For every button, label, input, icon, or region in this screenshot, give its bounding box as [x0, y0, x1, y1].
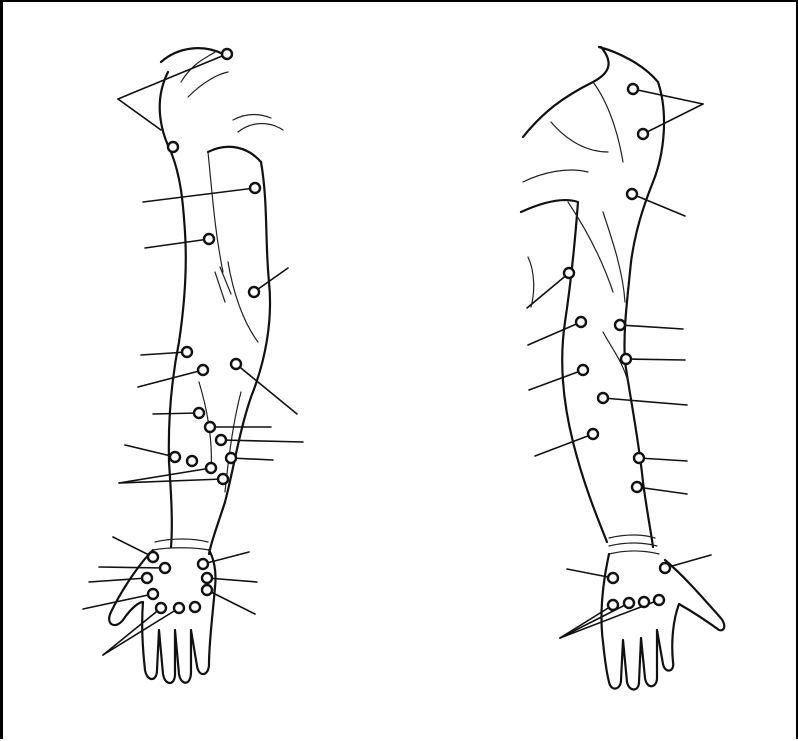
leader-line [231, 458, 273, 460]
leader-line [603, 398, 687, 405]
acupoint-marker[interactable] [588, 429, 598, 439]
leader-line [236, 364, 297, 414]
acupoint-marker[interactable] [174, 603, 184, 613]
right-arm-figure [521, 47, 724, 690]
acupoint-marker[interactable] [634, 453, 644, 463]
acupoint-marker[interactable] [638, 129, 648, 139]
acupoint-marker[interactable] [628, 84, 638, 94]
left-arm-crease [181, 52, 258, 492]
acupoint-marker[interactable] [182, 347, 192, 357]
acupoint-marker[interactable] [142, 573, 152, 583]
acupoint-marker[interactable] [222, 49, 232, 59]
leader-line [143, 188, 255, 202]
acupoint-marker[interactable] [170, 452, 180, 462]
leader-line [639, 458, 687, 461]
acupoint-marker[interactable] [194, 408, 204, 418]
acupoint-marker[interactable] [608, 600, 618, 610]
acupoint-marker[interactable] [639, 597, 649, 607]
left-arm-muscle-lines [215, 115, 283, 303]
leader-line [529, 370, 583, 390]
leader-line [125, 445, 175, 457]
acupoint-marker[interactable] [205, 422, 215, 432]
acupoint-marker[interactable] [148, 589, 158, 599]
leader-line [528, 322, 581, 345]
leader-line [89, 578, 147, 582]
acupoint-marker[interactable] [187, 456, 197, 466]
acupoint-marker[interactable] [231, 359, 241, 369]
acupoint-marker[interactable] [216, 435, 226, 445]
left-arm-outer-contour [208, 147, 270, 554]
acupoint-marker[interactable] [598, 393, 608, 403]
leader-line [535, 434, 593, 456]
acupoint-marker[interactable] [198, 559, 208, 569]
right-arm-points [564, 84, 670, 610]
acupoint-marker[interactable] [621, 354, 631, 364]
leader-line [632, 194, 685, 216]
acupoint-marker[interactable] [564, 268, 574, 278]
leader-line [254, 268, 288, 292]
leader-line [113, 537, 153, 557]
acupoint-marker[interactable] [249, 287, 259, 297]
leader-line [145, 239, 209, 248]
right-arm-inner-contour [521, 200, 607, 542]
leader-line [643, 104, 703, 134]
acupoint-marker[interactable] [198, 365, 208, 375]
leader-line [103, 608, 161, 655]
acupoint-marker[interactable] [608, 573, 618, 583]
arm-acupoint-diagram [3, 2, 798, 741]
right-arm-outer-contour [624, 262, 653, 547]
acupoint-marker[interactable] [576, 317, 586, 327]
leader-line [141, 352, 187, 355]
acupoint-marker[interactable] [250, 183, 260, 193]
acupoint-marker[interactable] [204, 234, 214, 244]
acupoint-marker[interactable] [202, 573, 212, 583]
acupoint-marker[interactable] [206, 463, 216, 473]
left-arm-points [142, 49, 260, 613]
acupoint-marker[interactable] [615, 320, 625, 330]
leader-line [633, 89, 703, 104]
acupoint-marker[interactable] [168, 142, 178, 152]
acupoint-marker[interactable] [627, 189, 637, 199]
acupoint-marker[interactable] [160, 563, 170, 573]
acupoint-marker[interactable] [660, 563, 670, 573]
right-arm-shoulder-outline [523, 47, 664, 262]
leader-line [99, 567, 165, 568]
leader-line [118, 99, 161, 130]
acupoint-marker[interactable] [202, 585, 212, 595]
leader-line [560, 603, 629, 638]
leader-line [620, 325, 683, 329]
leader-line [103, 608, 179, 655]
leader-line [138, 370, 203, 387]
acupoint-marker[interactable] [654, 595, 664, 605]
acupoint-marker[interactable] [624, 598, 634, 608]
leader-line [221, 440, 303, 442]
leader-line [665, 555, 711, 568]
acupoint-marker[interactable] [578, 365, 588, 375]
acupoint-marker[interactable] [218, 474, 228, 484]
left-wrist-creases [153, 539, 209, 550]
left-arm-leaders [83, 54, 303, 655]
right-hand-outline [601, 554, 724, 690]
left-arm-figure [83, 48, 303, 683]
acupoint-marker[interactable] [148, 552, 158, 562]
leader-line [626, 359, 685, 360]
acupoint-marker[interactable] [632, 482, 642, 492]
acupoint-marker[interactable] [156, 603, 166, 613]
leader-line [153, 413, 199, 414]
acupoint-marker[interactable] [190, 602, 200, 612]
acupoint-marker[interactable] [226, 453, 236, 463]
leader-line [118, 54, 227, 99]
